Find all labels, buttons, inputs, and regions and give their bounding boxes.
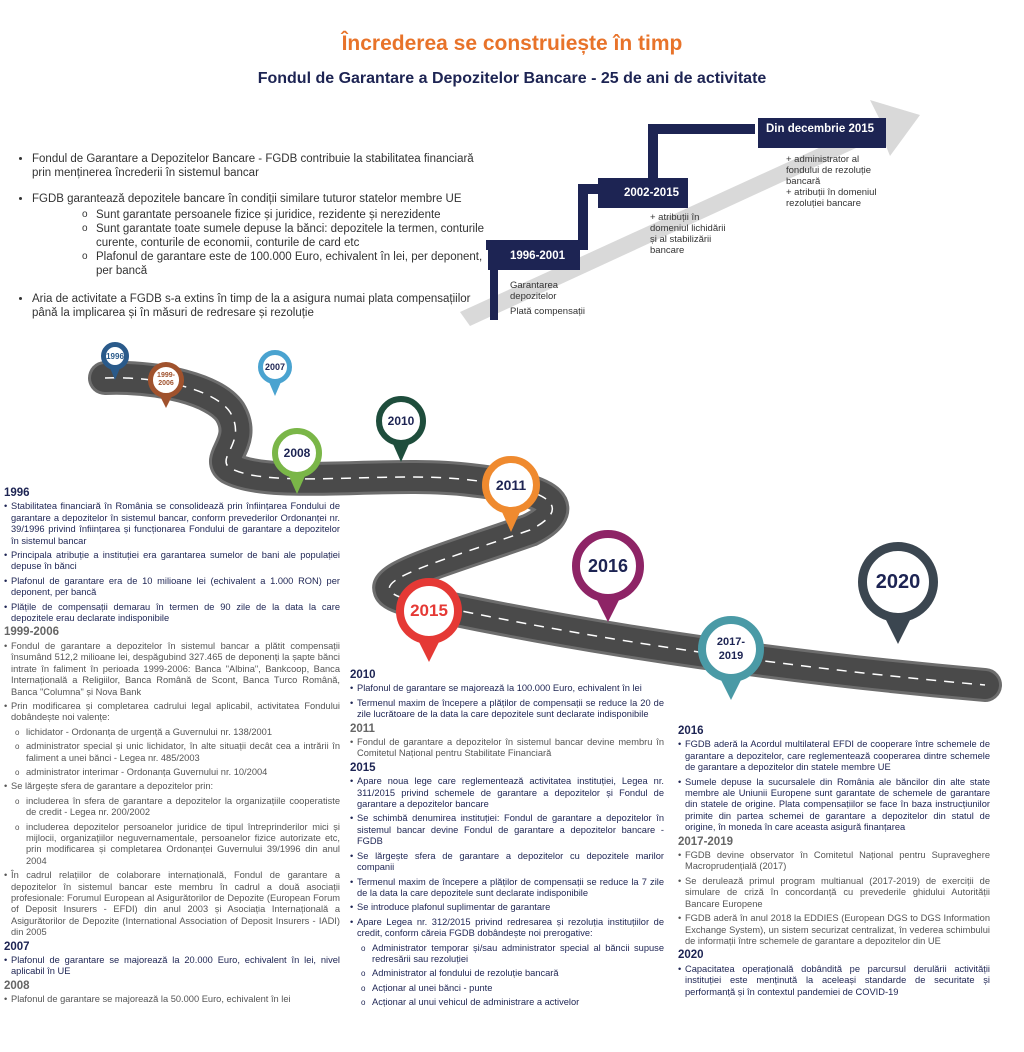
timeline-subitem: Administrator temporar și/sau administra…	[361, 943, 664, 966]
year-heading-2020: 2020	[678, 949, 704, 962]
year-heading-1996: 1996	[4, 487, 30, 499]
timeline-item: Apare noua lege care reglementează activ…	[350, 776, 664, 810]
timeline-item: Termenul maxim de începere a plăților de…	[350, 877, 664, 900]
timeline-subitem: administrator special și unic lichidator…	[15, 741, 340, 764]
timeline-item: Plafonul de garantare se majorează la 10…	[350, 683, 664, 695]
step-1996-2001-text: Garantarea depozitelor Plată compensații	[510, 280, 605, 317]
intro-bullet-1: Fondul de Garantare a Depozitelor Bancar…	[32, 152, 488, 180]
step-2002-2015: 2002-2015	[598, 178, 688, 208]
timeline-item: Se lărgește sfera de garantare a depozit…	[4, 781, 340, 793]
year-heading-2015: 2015	[350, 761, 376, 774]
timeline-item: Capacitatea operațională dobândită pe pa…	[678, 964, 990, 998]
step-text-line: Garantarea depozitelor	[510, 280, 559, 302]
pin-label: 2007	[258, 350, 292, 384]
timeline-item: Sumele depuse la sucursalele din România…	[678, 777, 990, 834]
timeline-item: Fondul de garantare a depozitelor în sis…	[4, 641, 340, 698]
year-heading-2008: 2008	[4, 979, 30, 992]
pin-label: 2017-2019	[698, 616, 764, 682]
timeline-subitem: includerea depozitelor persoanelor jurid…	[15, 822, 340, 868]
pin-marker-icon	[289, 476, 305, 494]
timeline-item: FGDB aderă în anul 2018 la EDDIES (Europ…	[678, 913, 990, 947]
pin-label: 2011	[482, 456, 540, 514]
timeline-item: FGDB devine observator în Comitetul Nați…	[678, 850, 990, 873]
pin-2008: 2008	[272, 428, 322, 494]
pin-marker-icon	[393, 444, 409, 462]
pin-2015: 2015	[396, 578, 462, 662]
timeline-item: În cadrul relațiilor de colaborare inter…	[4, 870, 340, 938]
pin-label: 2015	[396, 578, 462, 644]
timeline-item: Stabilitatea financiară în România se co…	[4, 501, 340, 547]
timeline-item: Termenul maxim de începere a plăților de…	[350, 698, 664, 721]
timeline-item: FGDB aderă la Acordul multilateral EFDI …	[678, 739, 990, 773]
intro-bullet-2: FGDB garantează depozitele bancare în co…	[32, 192, 488, 206]
pin-1999-2006: 1999-2006	[148, 362, 184, 408]
timeline-item: Plafonul de garantare se majorează la 50…	[4, 994, 340, 1006]
intro-subitem: Sunt garantate toate sumele depuse la bă…	[82, 222, 488, 250]
step-text-line: + atribuții în domeniul rezoluției banca…	[786, 187, 877, 209]
year-heading-2016: 2016	[678, 725, 704, 737]
timeline-item: Plafonul de garantare era de 10 milioane…	[4, 576, 340, 599]
timeline-item: Plafonul de garantare se majorează la 20…	[4, 955, 340, 978]
pin-2017-2019: 2017-2019	[698, 616, 764, 700]
page-title: Încrederea se construiește în timp	[341, 32, 683, 55]
year-heading-2017-2019: 2017-2019	[678, 835, 733, 848]
timeline-item: Se derulează primul program multianual (…	[678, 876, 990, 910]
timeline-item: Plățile de compensații demarau în termen…	[4, 602, 340, 625]
intro-block: Fondul de Garantare a Depozitelor Bancar…	[18, 152, 488, 320]
timeline-right-column: 2016 FGDB aderă la Acordul multilateral …	[678, 725, 990, 1001]
pin-2011: 2011	[482, 456, 540, 532]
timeline-item: Se introduce plafonul suplimentar de gar…	[350, 902, 664, 914]
page-subtitle: Fondul de Garantare a Depozitelor Bancar…	[257, 70, 767, 87]
timeline-left-column: 1996 Stabilitatea financiară în România …	[4, 487, 340, 1009]
timeline-subitem: includerea în sfera de garantare a depoz…	[15, 796, 340, 819]
timeline-item: Se schimbă denumirea instituției: Fondul…	[350, 813, 664, 847]
year-heading-2011: 2011	[350, 722, 375, 735]
timeline-item: Apare Legea nr. 312/2015 privind redresa…	[350, 917, 664, 940]
intro-sublist: Sunt garantate persoanele fizice și juri…	[82, 208, 488, 278]
step-1996-2001: 1996-2001	[488, 240, 580, 270]
pin-marker-icon	[110, 368, 120, 380]
timeline-subitem: Administrator al fondului de rezoluție b…	[361, 968, 664, 980]
step-text-line: + administrator al fondului de rezoluție…	[786, 154, 872, 187]
road-graphic	[88, 360, 1002, 702]
timeline-item: Se lărgește sfera de garantare a depozit…	[350, 851, 664, 874]
pin-label: 2008	[272, 428, 322, 478]
pin-marker-icon	[419, 642, 439, 662]
pin-marker-icon	[721, 680, 741, 700]
year-heading-2007: 2007	[4, 940, 30, 953]
pin-marker-icon	[597, 600, 619, 622]
pin-2010: 2010	[376, 396, 426, 462]
pin-label: 2020	[858, 542, 938, 622]
timeline-subitem: administrator interimar - Ordonanța Guve…	[15, 767, 340, 779]
pin-2007: 2007	[258, 350, 292, 396]
step-2002-2015-text: + atribuții în domeniul lichidării și al…	[650, 212, 726, 256]
timeline-subitem: Acționar al unui vehicul de administrare…	[361, 997, 664, 1009]
timeline-item: Fondul de garantare a depozitelor în sis…	[350, 737, 664, 760]
timeline-subitem: Acționar al unei bănci - punte	[361, 983, 664, 995]
pin-label: 2016	[572, 530, 644, 602]
step-2015: Din decembrie 2015	[758, 118, 886, 148]
pin-marker-icon	[269, 382, 281, 396]
pin-label: 2010	[376, 396, 426, 446]
timeline-item: Prin modificarea și completarea cadrului…	[4, 701, 340, 724]
intro-bullet-3: Aria de activitate a FGDB s-a extins în …	[32, 292, 488, 320]
timeline-subitem: lichidator - Ordonanța de urgență a Guve…	[15, 727, 340, 739]
timeline-middle-column: 2010 Plafonul de garantare se majorează …	[350, 669, 664, 1012]
timeline-item: Principala atribuție a instituției era g…	[4, 550, 340, 573]
pin-2020: 2020	[858, 542, 938, 644]
intro-subitem: Plafonul de garantare este de 100.000 Eu…	[82, 250, 488, 278]
pin-marker-icon	[886, 620, 910, 644]
pin-marker-icon	[160, 396, 172, 408]
pin-1996: 1996	[101, 342, 129, 380]
step-2015-text: + administrator al fondului de rezoluție…	[786, 154, 886, 209]
pin-label: 1996	[101, 342, 129, 370]
year-heading-2010: 2010	[350, 669, 376, 681]
year-heading-1999-2006: 1999-2006	[4, 626, 59, 639]
step-text-line: Plată compensații	[510, 306, 585, 317]
pin-label: 1999-2006	[148, 362, 184, 398]
pin-2016: 2016	[572, 530, 644, 622]
pin-marker-icon	[502, 512, 520, 532]
intro-subitem: Sunt garantate persoanele fizice și juri…	[82, 208, 488, 222]
